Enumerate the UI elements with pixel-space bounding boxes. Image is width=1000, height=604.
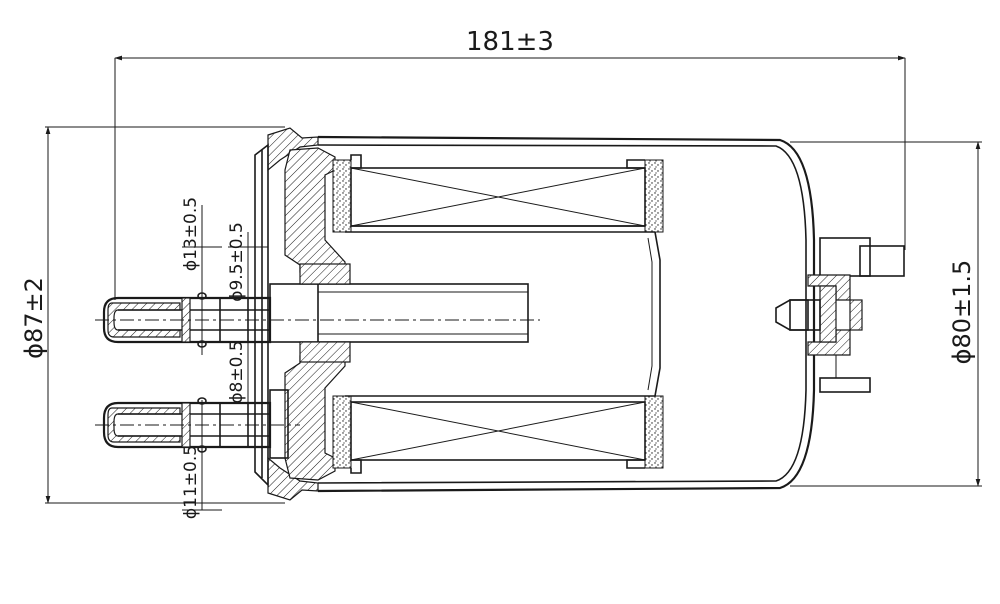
dimension-lines <box>45 55 982 511</box>
outlet-dia-11-label: ϕ11±0.5 <box>181 445 201 519</box>
outlet-nipple <box>102 389 289 459</box>
end-plate <box>284 147 346 481</box>
pipe-dia-8-label: ϕ8±0.5 <box>227 340 247 403</box>
filter-element <box>332 154 664 474</box>
centre-tube <box>269 263 529 363</box>
housing-diameter-label: ϕ80±1.5 <box>948 260 976 365</box>
filter-housing <box>254 127 816 501</box>
overall-length-label: 181±3 <box>466 27 554 57</box>
pipe-dia-9-5-label: ϕ9.5±0.5 <box>227 222 247 302</box>
inlet-dia-13-label: ϕ13±0.5 <box>181 197 201 271</box>
centre-lines <box>95 319 540 426</box>
vent-fitting <box>775 237 905 393</box>
flange-diameter-label: ϕ87±2 <box>20 277 48 359</box>
